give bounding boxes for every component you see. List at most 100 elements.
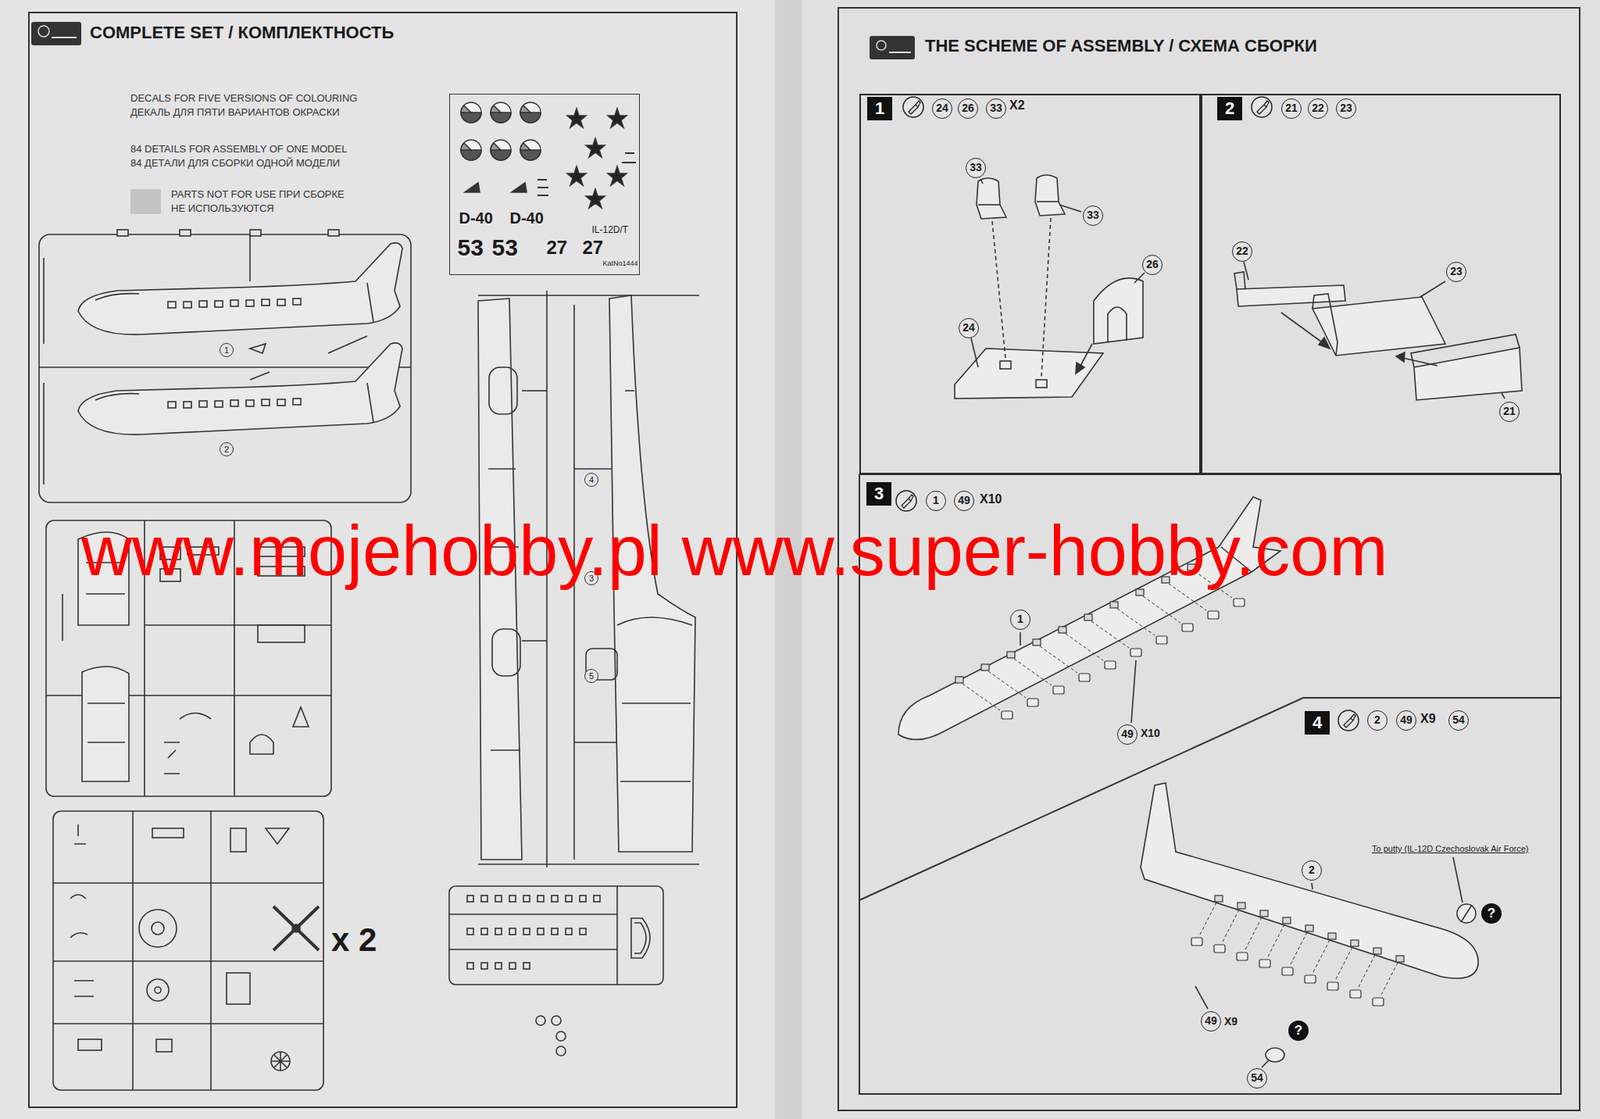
drawing-path <box>82 666 129 782</box>
drawing-line <box>1420 281 1446 297</box>
callout-number: 22 <box>1311 102 1325 115</box>
drawing-rect <box>492 628 521 676</box>
drawing-rect <box>579 895 586 902</box>
callout-circle: 49 <box>953 490 975 511</box>
drawing-path <box>179 713 211 720</box>
callout-number: 54 <box>1452 714 1465 726</box>
callout-number: 23 <box>1339 102 1353 115</box>
kit-note: ДЕКАЛЬ ДЛЯ ПЯТИ ВАРИАНТОВ ОКРАСКИ <box>130 107 340 118</box>
drawing-use <box>1007 651 1065 694</box>
callout-circle: 26 <box>957 98 979 119</box>
drawing-path <box>976 178 1007 219</box>
drawing-path <box>250 371 270 380</box>
drawing-rect <box>467 928 474 935</box>
drawing-path <box>634 922 647 954</box>
step-number: 3 <box>866 482 892 506</box>
drawing-line <box>53 1022 324 1025</box>
drawing-path <box>74 980 94 997</box>
quantity: X2 <box>1009 98 1025 113</box>
drawing-use <box>1338 710 1359 731</box>
drawing-line <box>1019 632 1022 646</box>
page-heading: COMPLETE SET / КОМПЛЕКТНОСТЬ <box>89 23 394 43</box>
drawing-rect <box>179 229 191 236</box>
callout-number: 33 <box>1086 209 1100 222</box>
drawing-line <box>574 467 614 470</box>
drawing-path <box>78 242 403 335</box>
decal-text: 53 <box>457 234 484 261</box>
drawing-path <box>70 824 88 938</box>
kit-note: 84 DETAILS FOR ASSEMBLY OF ONE MODEL <box>130 143 347 155</box>
drawing-use <box>1259 917 1291 968</box>
drawing-use <box>1350 947 1382 998</box>
drawing-use <box>567 108 586 128</box>
drawing-line <box>87 741 125 743</box>
drawing-polygon <box>1312 296 1446 356</box>
callout-number: 22 <box>1235 245 1249 258</box>
drawing-polygon <box>954 348 1104 399</box>
drawing-line <box>53 960 324 962</box>
step-panel: 4X92495424954 <box>859 697 1561 1094</box>
kit-note: DECALS FOR FIVE VERSIONS OF COLOURING <box>130 92 358 104</box>
drawing-line <box>1261 1060 1269 1068</box>
drawing-circle <box>556 1031 566 1041</box>
quantity: X9 <box>1224 1015 1238 1028</box>
callout-circle: 24 <box>932 98 953 119</box>
drawing-line <box>621 702 691 704</box>
drawing-rect <box>167 301 176 308</box>
callout-circle: 21 <box>1281 98 1302 119</box>
callout-number: 49 <box>957 494 971 507</box>
drawing-use <box>607 166 627 186</box>
drawing-rect <box>449 885 664 985</box>
part-number: 4 <box>584 472 599 487</box>
drawing-rect <box>481 895 488 902</box>
drawing-use <box>903 96 924 118</box>
drawing-line <box>978 203 1000 206</box>
drawing-rect <box>277 299 286 306</box>
drawing-use <box>567 166 586 186</box>
drawing-use <box>1084 614 1142 657</box>
drawing-path <box>621 153 636 163</box>
callout-circle: 33 <box>985 98 1007 119</box>
callout-circle: 22 <box>1307 98 1329 119</box>
drawing-rect <box>78 1039 102 1050</box>
drawing-circle <box>292 924 300 933</box>
drawing-path <box>464 182 480 193</box>
drawing-use <box>78 342 403 435</box>
quantity: X10 <box>979 492 1002 507</box>
drawing-rect <box>579 928 586 935</box>
drawing-rect <box>328 229 340 236</box>
drawing-line <box>521 639 547 642</box>
drawing-rect <box>495 895 502 902</box>
callout-number: 1 <box>932 494 940 507</box>
callout-circle: 21 <box>1499 401 1520 422</box>
drawing-rect <box>565 928 572 935</box>
drawing-line <box>1281 312 1325 344</box>
callout-circle: 24 <box>958 317 979 339</box>
drawing-line <box>61 593 64 641</box>
callout-number: 33 <box>989 102 1003 115</box>
drawing-use <box>1058 626 1116 669</box>
drawing-line <box>210 810 212 1090</box>
drawing-use <box>1110 601 1168 644</box>
drawing-line <box>1195 985 1208 1009</box>
step-number: 2 <box>1217 96 1243 121</box>
quantity: x 2 <box>331 921 377 958</box>
drawing-line <box>249 234 251 282</box>
drawing-rect <box>261 299 270 306</box>
drawing-rect <box>509 928 516 935</box>
drawing-circle <box>154 986 161 993</box>
drawing-path <box>273 906 319 950</box>
drawing-path <box>328 335 368 354</box>
drawing-line <box>1036 200 1059 203</box>
drawing-path <box>265 828 290 844</box>
drawing-rect <box>537 895 544 902</box>
callout-number: 21 <box>1285 102 1298 115</box>
drawing-rect <box>31 21 82 46</box>
drawing-use <box>607 108 627 128</box>
watermark: www.mojehobby.pl www.super-hobby.com <box>81 515 1388 586</box>
drawing-path <box>631 917 650 958</box>
drawing-rect <box>551 928 558 935</box>
callout-number: 33 <box>969 161 983 174</box>
drawing-path <box>1396 352 1405 362</box>
callout-circle: 49 <box>1200 1010 1222 1032</box>
